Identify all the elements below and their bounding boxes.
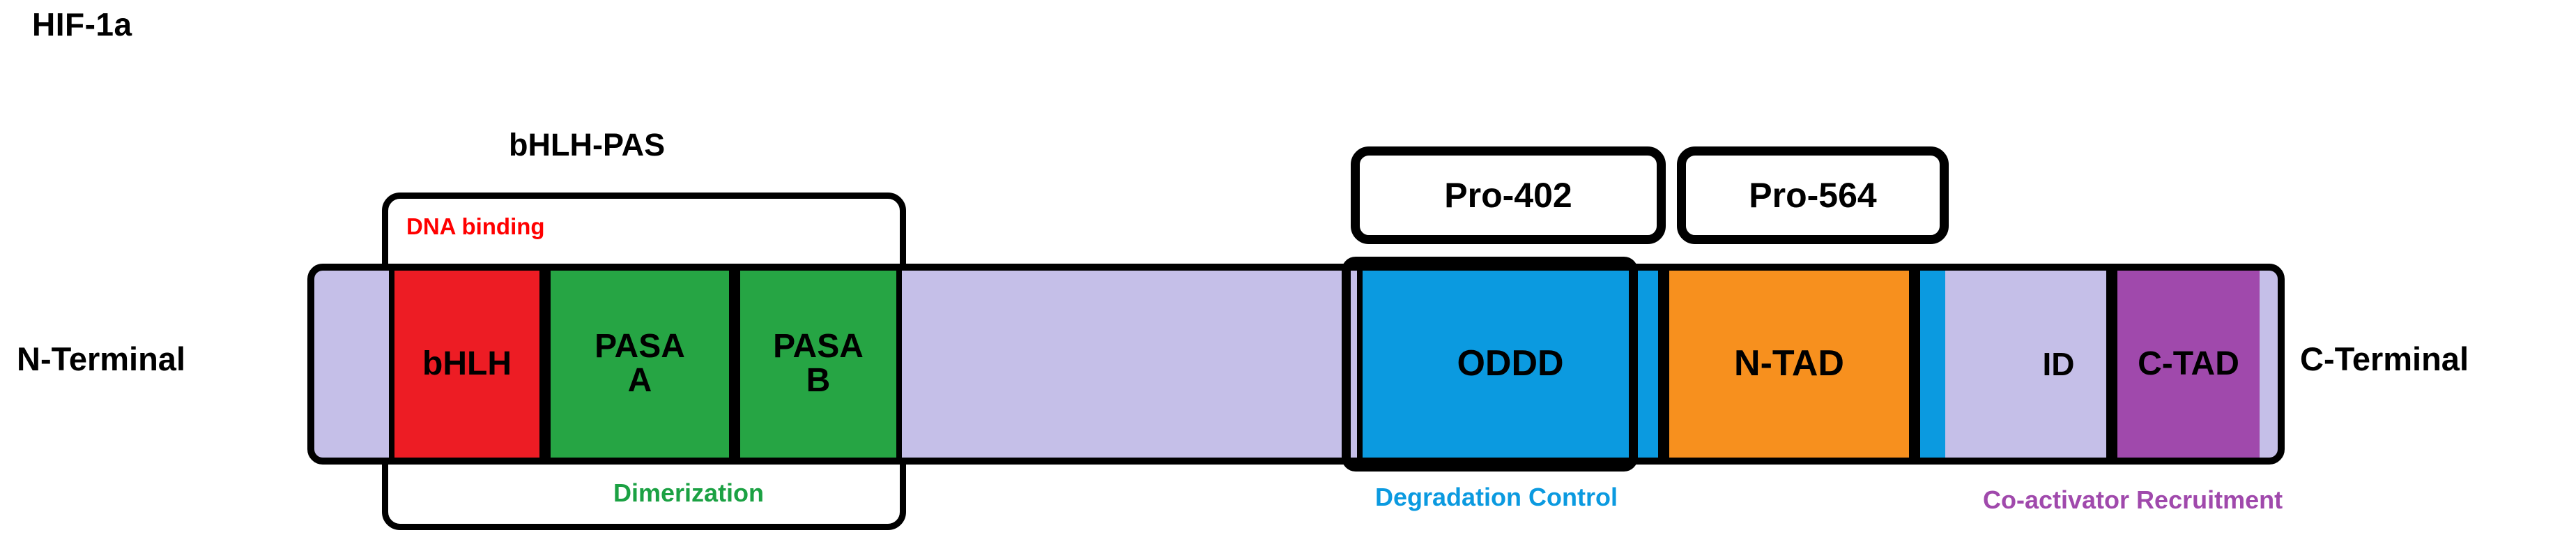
domain-id[interactable]: ID <box>2011 271 2112 458</box>
n-terminal-label: N-Terminal <box>17 340 185 377</box>
domain-pasa-a-label: PASA <box>595 328 685 365</box>
degradation-control-annotation: Degradation Control <box>1375 483 1618 511</box>
coactivator-recruitment-annotation: Co-activator Recruitment <box>1983 485 2283 514</box>
domain-ntad-label: N-TAD <box>1734 343 1844 384</box>
domain-oddd[interactable]: ODDD <box>1357 271 1664 458</box>
c-terminal-label: C-Terminal <box>2300 340 2469 377</box>
page-title: HIF-1a <box>32 6 132 43</box>
domain-bhlh-label: bHLH <box>422 345 512 382</box>
domain-ctad-label: C-TAD <box>2138 345 2239 382</box>
domain-oddd-label: ODDD <box>1457 343 1564 384</box>
domain-pasa-a[interactable]: PASA A <box>545 271 735 458</box>
domain-pasa-b[interactable]: PASA B <box>735 271 902 458</box>
callout-pro-402[interactable]: Pro-402 <box>1351 146 1666 244</box>
domain-pasa-b-label: PASA <box>773 328 864 365</box>
domain-bhlh[interactable]: bHLH <box>389 271 545 458</box>
callout-pro-402-label: Pro-402 <box>1444 176 1572 215</box>
callout-pro-564[interactable]: Pro-564 <box>1677 146 1949 244</box>
domain-ntad[interactable]: N-TAD <box>1664 271 1915 458</box>
domain-ctad[interactable]: C-TAD <box>2112 271 2260 458</box>
domain-oddd-tail <box>1915 271 1945 458</box>
domain-pasa-a-sub: A <box>627 362 652 399</box>
protein-backbone: bHLH PASA A PASA B ODDD N-TAD ID C-TAD <box>307 264 2285 465</box>
dimerization-annotation: Dimerization <box>613 478 765 507</box>
domain-track: bHLH PASA A PASA B ODDD N-TAD ID C-TAD <box>314 271 2278 458</box>
dna-binding-annotation: DNA binding <box>406 213 545 239</box>
domain-pasa-b-sub: B <box>806 362 831 399</box>
callout-pro-564-label: Pro-564 <box>1749 176 1877 215</box>
bhlh-pas-title: bHLH-PAS <box>509 127 666 163</box>
domain-id-label: ID <box>2042 345 2075 382</box>
